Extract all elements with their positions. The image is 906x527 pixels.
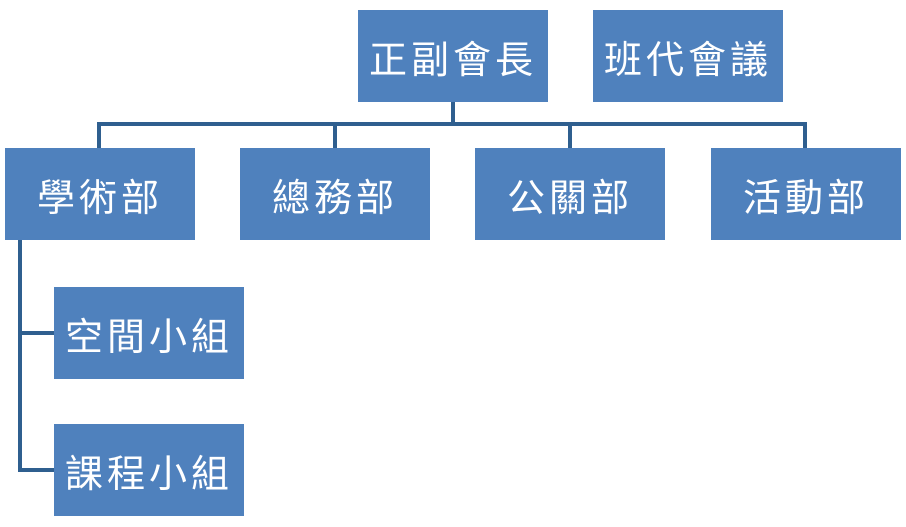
- node-leader-label: 正副會長: [368, 37, 537, 82]
- node-department-label: 活動部: [742, 175, 869, 220]
- node-department-label: 學術部: [36, 175, 163, 220]
- node-subgroup-label: 課程小組: [64, 451, 233, 496]
- connector-leader-down: [451, 102, 455, 126]
- node-department-general-affairs[interactable]: 總務部: [240, 148, 430, 240]
- node-department-academic[interactable]: 學術部: [5, 148, 195, 240]
- node-subgroup-curriculum[interactable]: 課程小組: [54, 424, 244, 516]
- node-department-activities[interactable]: 活動部: [711, 148, 901, 240]
- node-subgroup-label: 空間小組: [64, 314, 233, 359]
- node-subgroup-space[interactable]: 空間小組: [54, 287, 244, 379]
- connector-horizontal-bus: [97, 122, 807, 126]
- node-council-label: 班代會議: [603, 37, 772, 82]
- node-council[interactable]: 班代會議: [593, 10, 783, 102]
- node-department-label: 公關部: [506, 175, 633, 220]
- connector-branch-curriculum: [18, 468, 54, 472]
- node-leader[interactable]: 正副會長: [358, 10, 548, 102]
- connector-drop-public-relations: [568, 122, 572, 148]
- connector-academic-spine: [18, 240, 22, 472]
- connector-drop-activities: [803, 122, 807, 148]
- connector-branch-space: [18, 331, 54, 335]
- connector-drop-general-affairs: [333, 122, 337, 148]
- node-department-public-relations[interactable]: 公關部: [475, 148, 665, 240]
- connector-drop-academic: [97, 122, 101, 148]
- node-department-label: 總務部: [271, 175, 398, 220]
